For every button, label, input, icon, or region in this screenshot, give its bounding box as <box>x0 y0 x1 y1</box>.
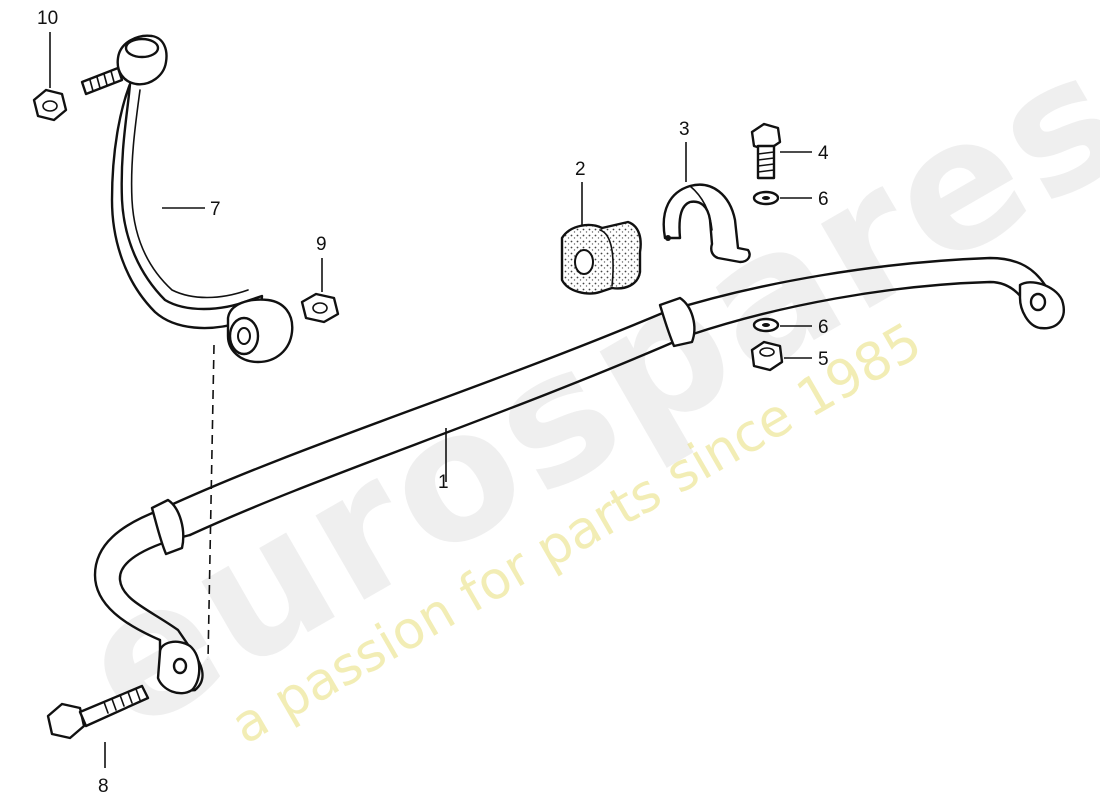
part-4-bolt[interactable] <box>750 122 782 180</box>
part-6-washer-lower[interactable] <box>752 317 780 333</box>
part-8-bolt[interactable] <box>46 684 150 740</box>
part-6-washer-upper[interactable] <box>752 190 780 206</box>
part-3-clamp[interactable] <box>662 183 751 264</box>
callout-2: 2 <box>575 159 586 180</box>
part-7-link-arm[interactable] <box>80 34 294 364</box>
part-9-nut[interactable] <box>300 292 340 324</box>
part-2-bushing[interactable] <box>560 220 642 295</box>
callout-6-lower: 6 <box>818 317 829 338</box>
callouts: 1 2 3 4 5 6 6 7 8 9 10 <box>37 8 829 797</box>
part-5-nut[interactable] <box>750 340 784 372</box>
callout-4: 4 <box>818 143 829 164</box>
part-10-nut[interactable] <box>32 88 68 122</box>
callout-3: 3 <box>679 119 690 140</box>
watermark-brand: eurospares <box>48 9 1100 771</box>
part-1-stabilizer-bar[interactable] <box>93 256 1065 695</box>
callout-7: 7 <box>210 199 221 220</box>
leader-lines <box>49 32 812 768</box>
assembly-line <box>207 344 215 661</box>
watermark: eurospares a passion for parts since 198… <box>48 9 1100 771</box>
callout-8: 8 <box>98 776 109 797</box>
callout-6-upper: 6 <box>818 189 829 210</box>
callout-10: 10 <box>37 8 58 29</box>
callout-1: 1 <box>438 472 449 493</box>
callout-9: 9 <box>316 234 327 255</box>
callout-5: 5 <box>818 349 829 370</box>
